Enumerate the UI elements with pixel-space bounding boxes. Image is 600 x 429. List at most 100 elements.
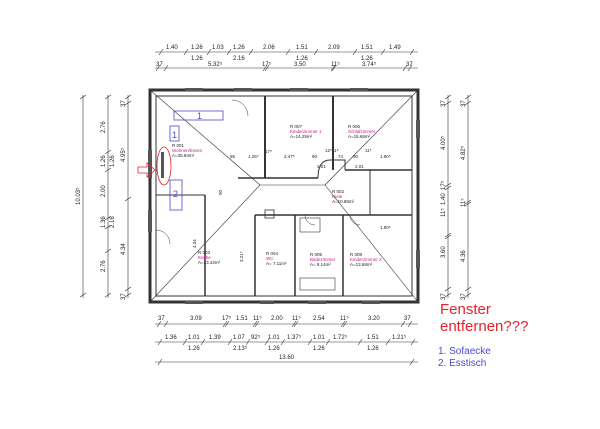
dimension-tick bbox=[157, 338, 163, 346]
dim-label: 90 bbox=[353, 154, 359, 159]
dimension-tick bbox=[409, 358, 415, 366]
label: A=35.84m² bbox=[172, 153, 195, 158]
dim-label: 37 bbox=[121, 100, 127, 107]
dimension-tick bbox=[222, 320, 228, 328]
dimension-tick bbox=[104, 224, 112, 230]
dim-label: 1.90⁵ bbox=[380, 154, 391, 159]
dimension-tick bbox=[410, 338, 416, 346]
legend-item: 1. Sofaecke bbox=[438, 346, 491, 357]
dim-label: 1.40 bbox=[441, 193, 447, 205]
label: 1 bbox=[172, 130, 177, 140]
dimension-tick bbox=[357, 338, 363, 346]
dimension-tick bbox=[407, 320, 413, 328]
dim-label: 1.36 bbox=[165, 335, 177, 341]
dimension-tick bbox=[444, 94, 452, 100]
marker-dining-table bbox=[169, 179, 183, 211]
dimension-tick bbox=[158, 48, 164, 56]
dimension-tick bbox=[124, 292, 132, 298]
label: R 007 bbox=[290, 124, 303, 129]
dimension-tick bbox=[124, 94, 132, 100]
dimension-tick bbox=[252, 320, 258, 328]
dim-label: 1.51 bbox=[296, 45, 308, 51]
dimension-tick bbox=[224, 320, 230, 328]
dim-label: 3.20 bbox=[368, 316, 380, 322]
dimension-tick bbox=[200, 338, 206, 346]
dim-label: 37 bbox=[441, 100, 447, 107]
dim-label: 1.36 bbox=[101, 216, 107, 228]
dimension-tick bbox=[285, 48, 291, 56]
label: R 008 bbox=[350, 252, 363, 257]
dim-label: 11⁵ bbox=[440, 208, 447, 217]
dim-label: 37 bbox=[404, 316, 411, 322]
dimension-tick bbox=[293, 320, 299, 328]
dim-label: 11⁵ bbox=[332, 148, 339, 153]
marker-sofa-horizontal bbox=[173, 110, 224, 121]
dimension-tick bbox=[155, 64, 161, 72]
dimension-tick bbox=[464, 94, 472, 100]
label: Kinderzimmer 1 bbox=[290, 129, 322, 134]
label: Schlafzimmer bbox=[348, 129, 376, 134]
label: A=13.42m² bbox=[198, 260, 221, 265]
building-walls bbox=[148, 88, 420, 304]
dim-label: 1.37⁵ bbox=[287, 334, 302, 341]
dimension-tick bbox=[444, 182, 452, 188]
dim-label: 2.00 bbox=[271, 316, 283, 322]
dimension-tick bbox=[79, 94, 87, 100]
dim-label: 4.34 bbox=[192, 239, 197, 248]
dim-total: 13.60 bbox=[279, 355, 295, 361]
dim-label: 1.21⁵ bbox=[392, 334, 407, 341]
dim-label: 1.01 bbox=[313, 335, 325, 341]
dim-label: 1.26 bbox=[101, 155, 107, 167]
left-dimensions: 10.03⁵ 2.76 1.26 2.00 1.36 2.76 1.26 2.1… bbox=[75, 100, 127, 300]
dim-label: 1.40 bbox=[166, 45, 178, 51]
dimension-tick bbox=[409, 48, 415, 56]
dim-label: 1.01 bbox=[188, 335, 200, 341]
label: R 004 bbox=[266, 251, 279, 256]
dimension-lines bbox=[82, 51, 469, 363]
dim-label: 1.49 bbox=[389, 45, 401, 51]
dim-label: 3.60 bbox=[441, 246, 447, 258]
dim-label: 1.90⁵ bbox=[380, 225, 391, 230]
dimension-tick bbox=[163, 64, 169, 72]
dimension-tick bbox=[227, 338, 233, 346]
dim-label: 3.74⁵ bbox=[362, 61, 377, 68]
dimension-tick bbox=[124, 286, 132, 292]
dimension-tick bbox=[104, 215, 112, 221]
dim-label: 17⁵ bbox=[262, 61, 272, 68]
dimension-tick bbox=[400, 320, 406, 328]
label: A=13.68m² bbox=[350, 262, 373, 267]
dim-label: 1.51 bbox=[367, 335, 379, 341]
label: Wohnen/Essen bbox=[172, 148, 203, 153]
dim-label: 1.39 bbox=[209, 335, 221, 341]
label: R 005 bbox=[310, 252, 323, 257]
dim-label: 1.51 bbox=[361, 45, 373, 51]
windows bbox=[148, 88, 420, 304]
dim-label: 17⁵ bbox=[222, 315, 232, 322]
dimension-tick bbox=[307, 338, 313, 346]
label: Küche bbox=[198, 255, 211, 260]
window-highlight-circle bbox=[156, 146, 172, 186]
dim-label: 17⁵ bbox=[440, 180, 447, 190]
label: R 002 bbox=[332, 189, 345, 194]
dimension-tick bbox=[248, 48, 254, 56]
marker-sofa-vertical bbox=[169, 125, 180, 142]
dimension-tick bbox=[444, 286, 452, 292]
dimension-tick bbox=[163, 320, 169, 328]
label: A=14.25m² bbox=[290, 134, 313, 139]
dimension-tick bbox=[254, 320, 260, 328]
dimension-tick bbox=[104, 248, 112, 254]
dim-label: 1.26 bbox=[361, 56, 373, 62]
furniture-markers: 1 1 2 bbox=[169, 110, 224, 211]
dimension-tick bbox=[444, 100, 452, 106]
dim-label: 1.01 bbox=[268, 335, 280, 341]
dim-label: 3.50 bbox=[294, 62, 306, 68]
label: 2 bbox=[173, 189, 178, 199]
dimension-tick bbox=[444, 234, 452, 240]
dimension-tick bbox=[264, 338, 270, 346]
dimension-tick bbox=[124, 100, 132, 106]
